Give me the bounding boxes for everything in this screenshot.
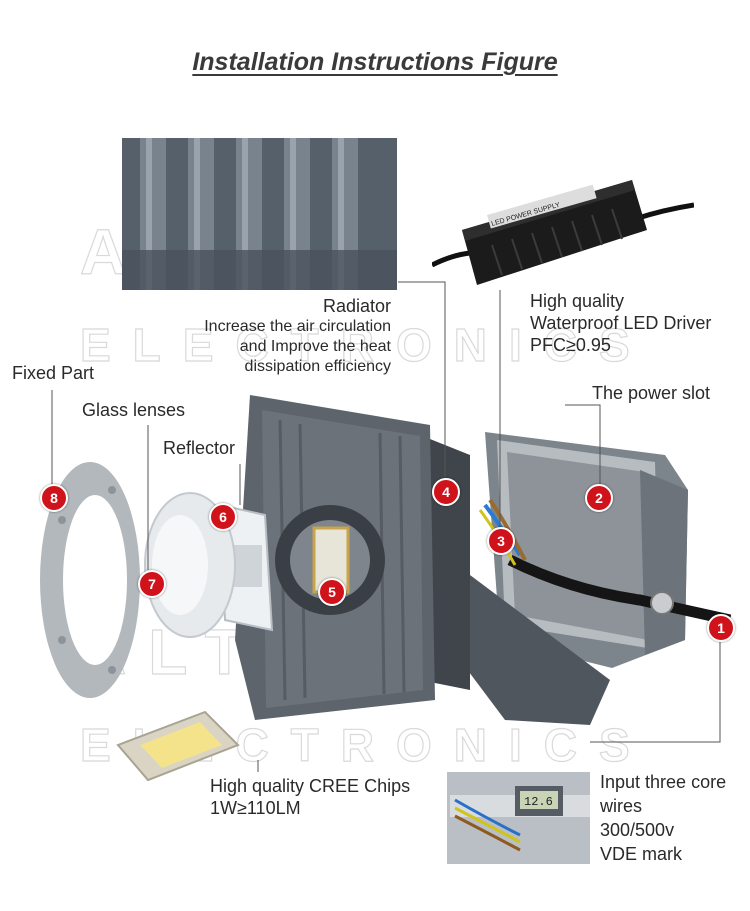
input-line-3: 300/500v [600, 820, 675, 840]
radiator-desc-1: Increase the air circulation [204, 318, 391, 335]
badge-7: 7 [138, 570, 166, 598]
fixed-part-label: Fixed Part [12, 363, 95, 383]
chips-line-2: 1W≥110LM [210, 798, 301, 818]
glass-lenses-label: Glass lenses [82, 400, 186, 420]
chips-label: High quality CREE Chips 1W≥110LM [210, 775, 410, 819]
radiator-title: Radiator [322, 296, 391, 316]
input-wires-label: Input three core wires 300/500v VDE mark [600, 770, 726, 866]
power-slot-label: The power slot [592, 383, 711, 403]
driver-label: High quality Waterproof LED Driver PFC≥0… [530, 290, 711, 356]
input-line-1: Input three core [600, 772, 727, 792]
reflector-label: Reflector [163, 438, 236, 458]
driver-line-1: High quality [530, 291, 625, 311]
badge-4: 4 [432, 478, 460, 506]
badge-1: 1 [707, 614, 735, 642]
input-line-4: VDE mark [600, 844, 683, 864]
driver-line-3: PFC≥0.95 [530, 335, 611, 355]
badge-6: 6 [209, 503, 237, 531]
input-line-2: wires [600, 796, 643, 816]
radiator-closeup-photo [122, 138, 397, 290]
badge-3: 3 [487, 527, 515, 555]
caliper-display: 12.6 [524, 795, 553, 809]
led-driver-photo: LED POWER SUPPLY [432, 175, 694, 300]
watermark-top-2: ELECTRONICS [79, 318, 652, 371]
page-title: Installation Instructions Figure [192, 48, 558, 76]
badge-2: 2 [585, 484, 613, 512]
chips-line-1: High quality CREE Chips [210, 776, 411, 796]
radiator-desc-2: and Improve the heat [239, 338, 391, 355]
radiator-label: Radiator Increase the air circulation an… [204, 296, 391, 377]
driver-line-2: Waterproof LED Driver [530, 313, 712, 333]
radiator-desc-3: dissipation efficiency [244, 358, 391, 375]
badge-8: 8 [40, 484, 68, 512]
badge-5: 5 [318, 578, 346, 606]
